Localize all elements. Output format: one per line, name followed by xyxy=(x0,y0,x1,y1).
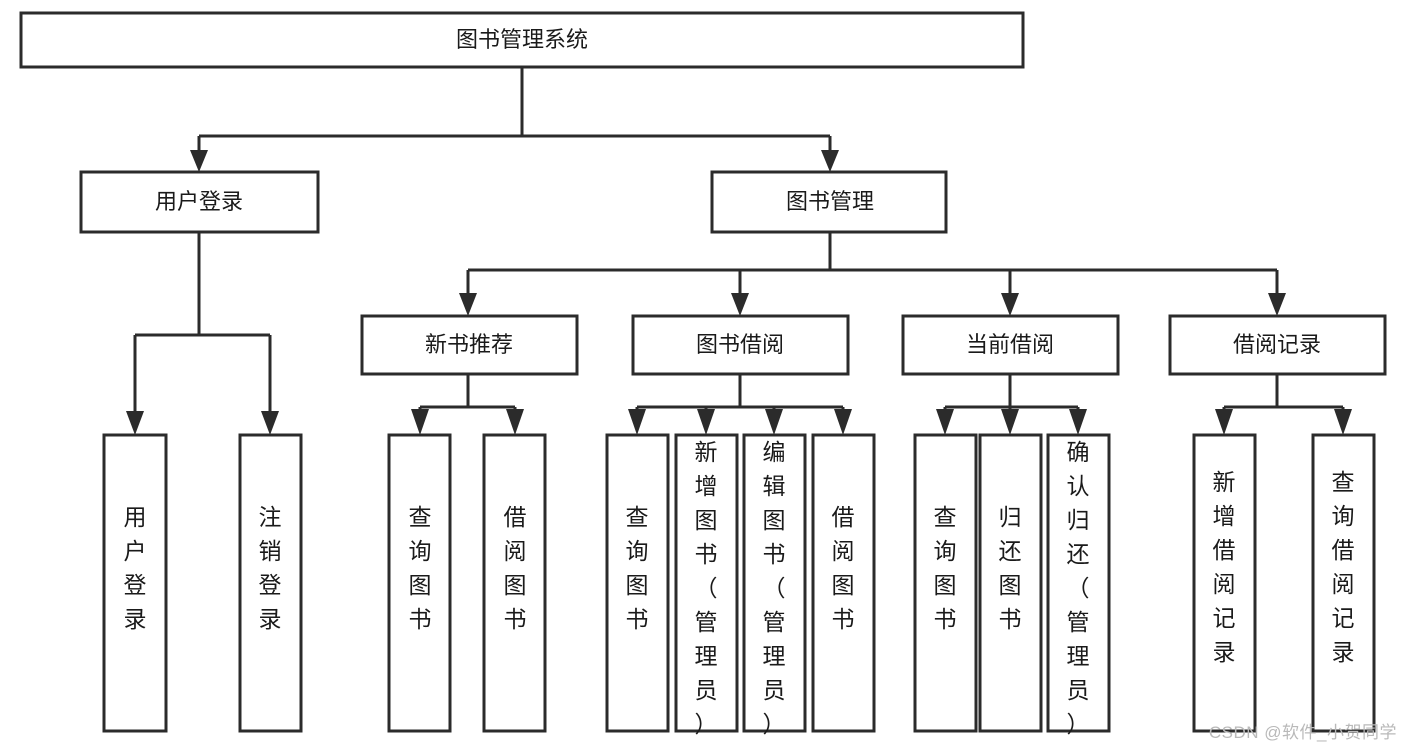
node-current-borrow-box[interactable] xyxy=(901,314,1120,376)
node-leaf-logout-label: 注销登录 xyxy=(259,504,282,632)
node-book-manage[interactable]: 图书管理 xyxy=(710,170,948,234)
node-leaf-add-book-label: 新增图书（管理员） xyxy=(695,439,718,737)
leaf-nodes-group: 用户登录 注销登录 查询图书 借阅图书 查询图书 新增图书（管理员） xyxy=(102,433,1376,737)
node-leaf-user-login-box[interactable] xyxy=(102,433,168,733)
node-leaf-return-book[interactable]: 归还图书 xyxy=(978,433,1043,733)
node-book-borrow[interactable]: 图书借阅 xyxy=(631,314,850,376)
arrow-head-leaf-edit-book xyxy=(765,409,783,435)
arrow-head-leaf-add-record xyxy=(1215,409,1233,435)
node-book-manage-label: 图书管理 xyxy=(786,189,874,214)
node-book-borrow-box[interactable] xyxy=(631,314,850,376)
node-leaf-confirm-return-box[interactable] xyxy=(1046,433,1111,733)
node-leaf-edit-book-box[interactable] xyxy=(742,433,807,733)
node-borrow-record-label: 借阅记录 xyxy=(1233,332,1321,357)
node-leaf-borrow-book-2[interactable]: 借阅图书 xyxy=(811,433,876,733)
node-leaf-add-book[interactable]: 新增图书（管理员） xyxy=(674,433,739,737)
arrow-head-user-login xyxy=(190,150,208,172)
node-leaf-return-book-box[interactable] xyxy=(978,433,1043,733)
arrow-head-leaf-borrow-book-1 xyxy=(506,409,524,435)
node-leaf-borrow-book-1[interactable]: 借阅图书 xyxy=(482,433,547,733)
node-book-borrow-label: 图书借阅 xyxy=(696,332,784,357)
node-leaf-user-login[interactable]: 用户登录 xyxy=(102,433,168,733)
node-leaf-add-book-box[interactable] xyxy=(674,433,739,733)
node-leaf-query-book-3-box[interactable] xyxy=(913,433,978,733)
node-new-book-recommend-box[interactable] xyxy=(360,314,579,376)
node-leaf-add-record-label: 新增借阅记录 xyxy=(1213,469,1236,665)
connectors-group xyxy=(126,67,1352,435)
node-leaf-borrow-book-1-label: 借阅图书 xyxy=(504,504,527,632)
node-leaf-logout[interactable]: 注销登录 xyxy=(238,433,303,733)
node-root[interactable]: 图书管理系统 xyxy=(19,11,1025,69)
arrow-head-current-borrow xyxy=(1001,293,1019,316)
node-leaf-user-login-label: 用户登录 xyxy=(124,504,147,632)
node-leaf-query-book-2-label: 查询图书 xyxy=(626,504,649,632)
node-book-manage-box[interactable] xyxy=(710,170,948,234)
node-leaf-query-record-box[interactable] xyxy=(1311,433,1376,733)
node-leaf-query-book-1-label: 查询图书 xyxy=(409,504,432,632)
node-borrow-record[interactable]: 借阅记录 xyxy=(1168,314,1387,376)
arrow-head-borrow-record xyxy=(1268,293,1286,316)
arrow-head-book-manage xyxy=(821,150,839,172)
node-leaf-query-book-1-box[interactable] xyxy=(387,433,452,733)
node-leaf-edit-book[interactable]: 编辑图书（管理员） xyxy=(742,433,807,737)
arrow-head-leaf-query-book-3 xyxy=(936,409,954,435)
node-leaf-query-book-1[interactable]: 查询图书 xyxy=(387,433,452,733)
node-current-borrow-label: 当前借阅 xyxy=(966,332,1054,357)
arrow-head-leaf-query-record xyxy=(1334,409,1352,435)
node-new-book-recommend-label: 新书推荐 xyxy=(425,332,513,357)
node-leaf-borrow-book-2-box[interactable] xyxy=(811,433,876,733)
node-leaf-confirm-return[interactable]: 确认归还（管理员） xyxy=(1046,433,1111,737)
arrow-head-leaf-confirm-return xyxy=(1069,409,1087,435)
node-leaf-query-book-3-label: 查询图书 xyxy=(934,504,957,632)
node-user-login-label: 用户登录 xyxy=(155,189,243,214)
node-leaf-query-record[interactable]: 查询借阅记录 xyxy=(1311,433,1376,733)
node-new-book-recommend[interactable]: 新书推荐 xyxy=(360,314,579,376)
arrow-head-leaf-borrow-book-2 xyxy=(834,409,852,435)
node-leaf-borrow-book-1-box[interactable] xyxy=(482,433,547,733)
node-user-login[interactable]: 用户登录 xyxy=(79,170,320,234)
node-leaf-query-book-2[interactable]: 查询图书 xyxy=(605,433,670,733)
node-root-box[interactable] xyxy=(19,11,1025,69)
node-leaf-edit-book-label: 编辑图书（管理员） xyxy=(763,439,786,737)
node-leaf-query-book-2-box[interactable] xyxy=(605,433,670,733)
arrow-head-leaf-user-login xyxy=(126,411,144,435)
node-leaf-query-record-label: 查询借阅记录 xyxy=(1332,469,1355,665)
node-leaf-add-record-box[interactable] xyxy=(1192,433,1257,733)
csdn-watermark: CSDN @软件_小贺同学 xyxy=(1208,723,1397,742)
node-leaf-logout-box[interactable] xyxy=(238,433,303,733)
node-leaf-query-book-3[interactable]: 查询图书 xyxy=(913,433,978,733)
arrow-head-leaf-query-book-2 xyxy=(628,409,646,435)
node-leaf-confirm-return-label: 确认归还（管理员） xyxy=(1067,439,1090,737)
node-root-label: 图书管理系统 xyxy=(456,27,588,52)
node-leaf-add-record[interactable]: 新增借阅记录 xyxy=(1192,433,1257,733)
arrow-head-leaf-add-book xyxy=(697,409,715,435)
node-user-login-box[interactable] xyxy=(79,170,320,234)
arrow-head-book-borrow xyxy=(731,293,749,316)
arrow-head-leaf-query-book-1 xyxy=(411,409,429,435)
node-current-borrow[interactable]: 当前借阅 xyxy=(901,314,1120,376)
node-leaf-return-book-label: 归还图书 xyxy=(999,504,1022,632)
arrow-head-leaf-return-book xyxy=(1001,409,1019,435)
arrow-head-leaf-logout xyxy=(261,411,279,435)
node-leaf-borrow-book-2-label: 借阅图书 xyxy=(832,504,855,632)
arrow-head-new-book-recommend xyxy=(459,293,477,316)
node-borrow-record-box[interactable] xyxy=(1168,314,1387,376)
